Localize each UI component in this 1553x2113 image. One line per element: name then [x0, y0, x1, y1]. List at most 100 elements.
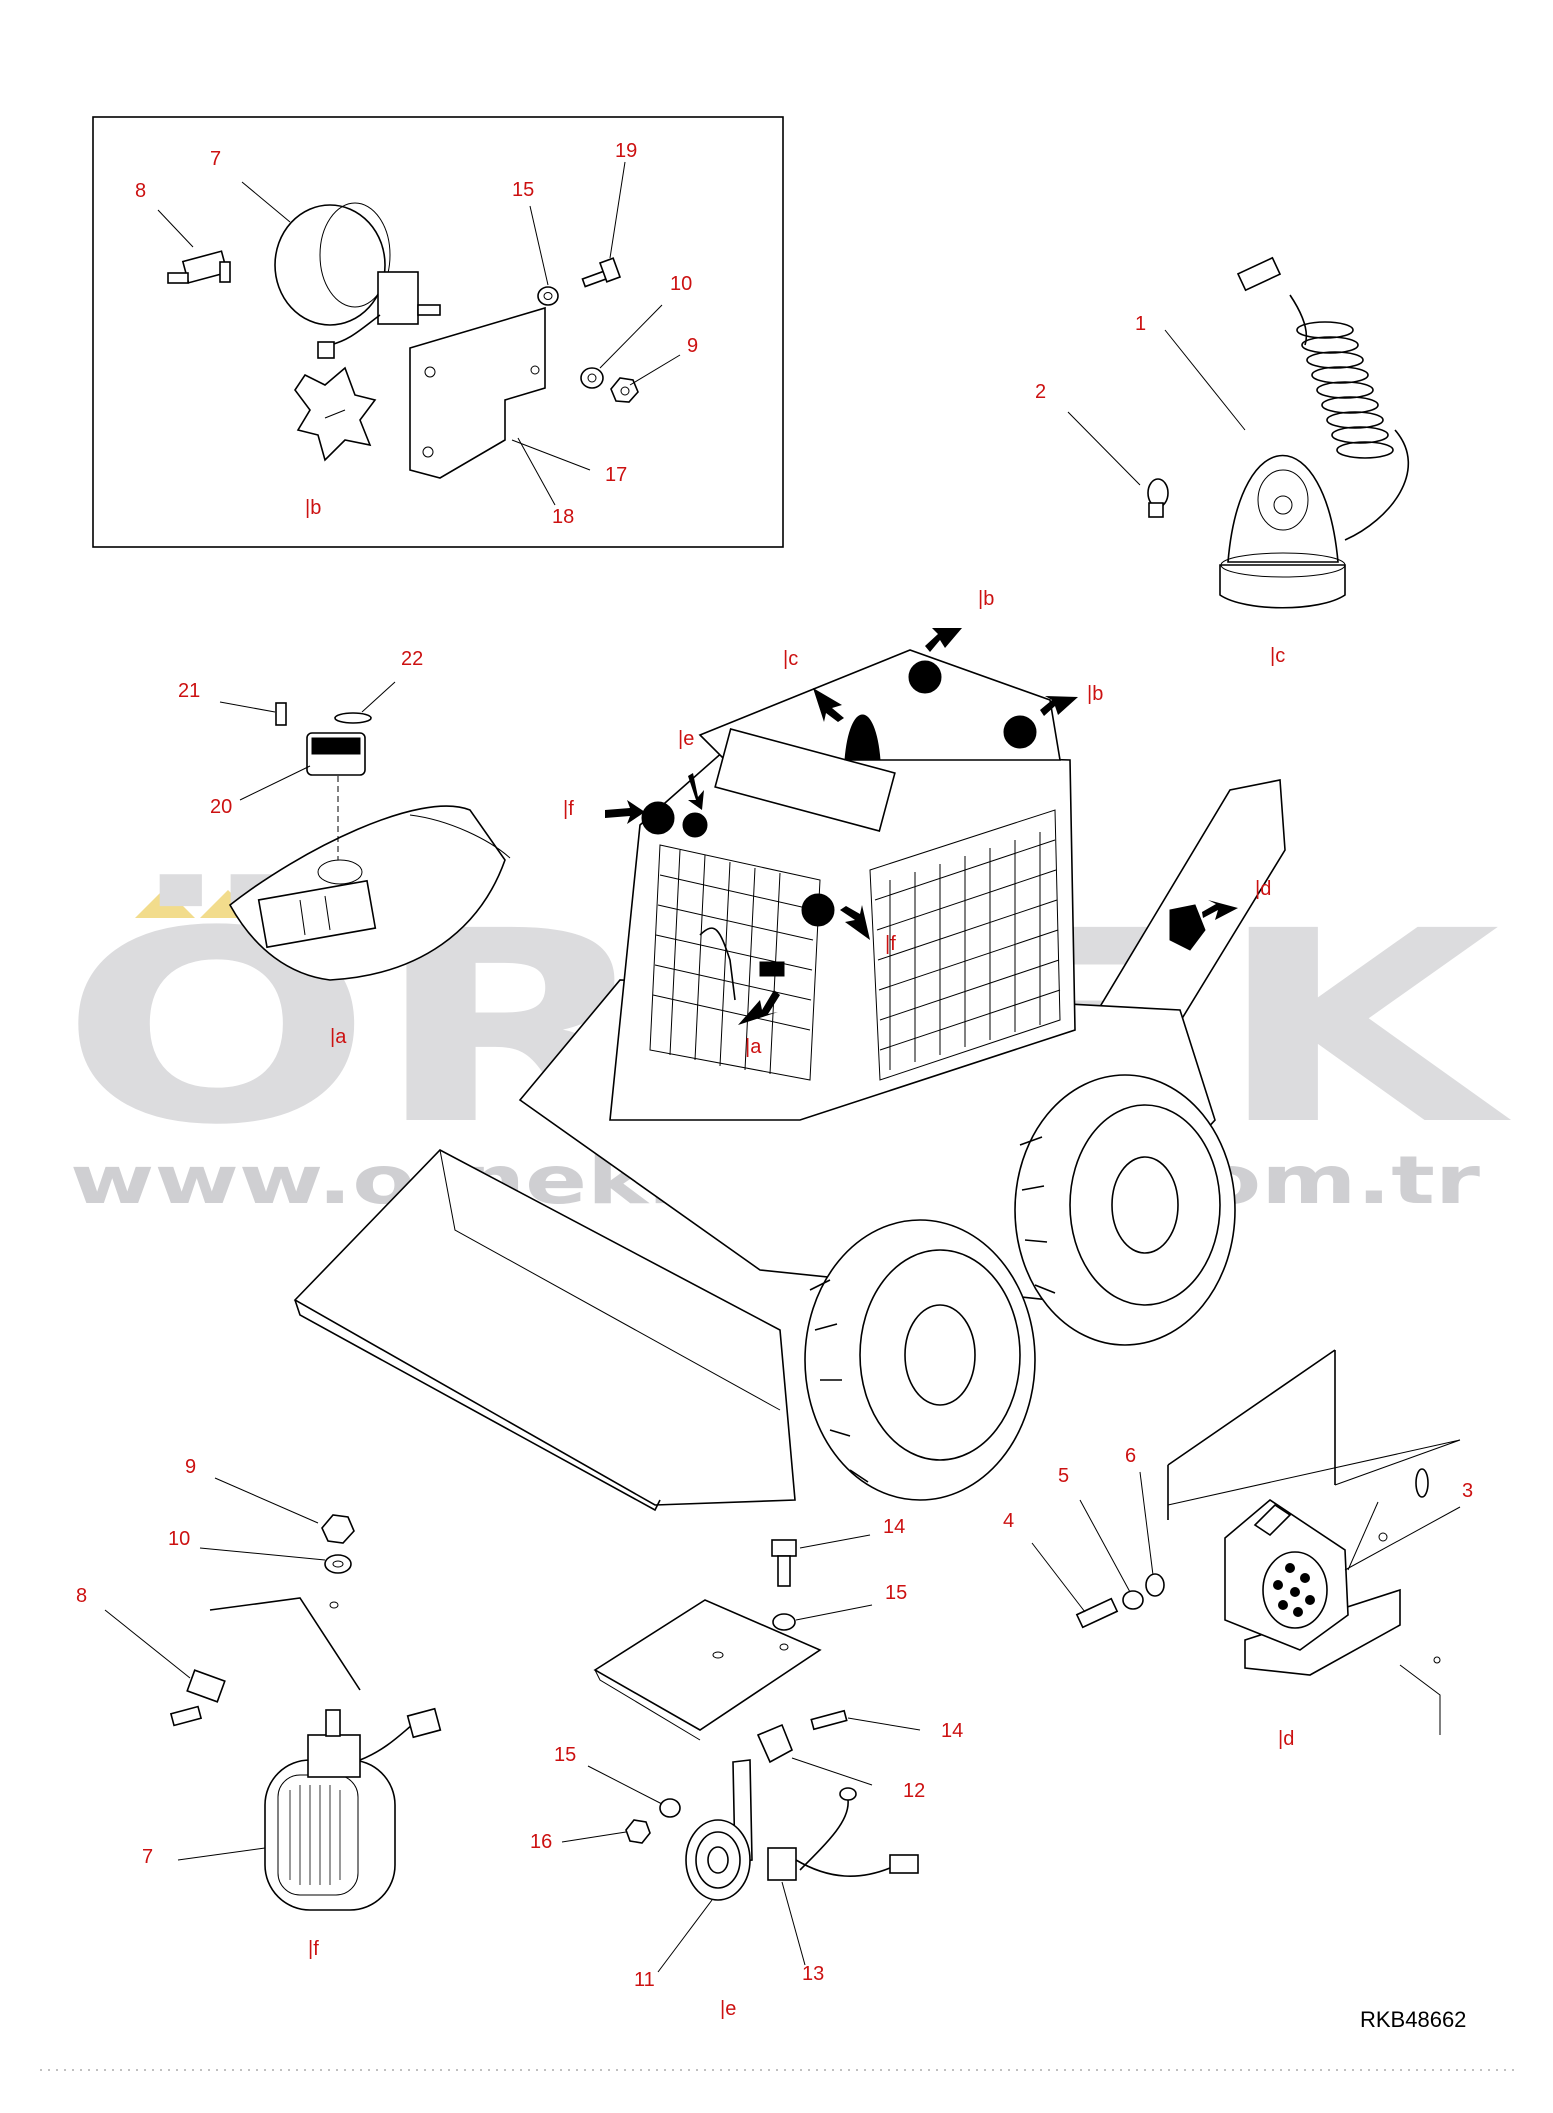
- bolt-4: [1075, 1597, 1119, 1629]
- machine-beacon: [844, 714, 881, 761]
- watermark-accent: [135, 888, 195, 918]
- machine-view-label-e: |e: [678, 728, 694, 750]
- bulb-21: [275, 702, 287, 726]
- socket-body-3: [1224, 1499, 1349, 1651]
- beacon-dome: [1227, 454, 1339, 563]
- roof-window: [714, 728, 896, 832]
- callout-18: 18: [552, 506, 574, 528]
- reference-code: RKB48662: [1360, 2007, 1466, 2032]
- callout-14-side: 14: [941, 1720, 963, 1742]
- beacon-c: 1 2 |c: [1035, 256, 1409, 667]
- callout-16: 16: [530, 1831, 552, 1853]
- bolt-14-top: [771, 1539, 797, 1557]
- callout-7: 7: [210, 148, 221, 170]
- inset-worklight-b: 7 8 15 19 10 9 17 18 |b: [92, 116, 784, 548]
- nut-9-f: [321, 1514, 355, 1544]
- machine-view-label-f2: |f: [885, 933, 896, 955]
- washer-15-top: [772, 1613, 796, 1631]
- plug-8-f: [169, 1669, 226, 1727]
- worklight-connector: [317, 341, 335, 359]
- wheel-front: [804, 1219, 1036, 1501]
- gasket-star: [294, 366, 377, 462]
- machine-view-label-d: |d: [1255, 878, 1271, 900]
- worklight-f-bracket: [307, 1734, 361, 1778]
- washer-15-horn: [659, 1798, 681, 1818]
- machine-socket-d: [1169, 904, 1206, 951]
- washer-6: [1145, 1573, 1165, 1597]
- lens-22: [334, 712, 372, 724]
- machine-horn-e: [682, 812, 708, 838]
- view-label-c: |c: [1270, 645, 1285, 667]
- switch-a: 21 22 20 |a: [178, 648, 511, 1048]
- wheel-rear: [1014, 1074, 1236, 1346]
- callout-15: 15: [512, 179, 534, 201]
- callout-2: 2: [1035, 381, 1046, 403]
- machine-worklight-b2: [1003, 715, 1037, 749]
- view-label-a: |a: [330, 1026, 347, 1048]
- view-label-f: |f: [308, 1938, 319, 1960]
- view-label-e: |e: [720, 1998, 736, 2020]
- cab-grille: [649, 809, 1061, 1081]
- horn-bracket-12: [756, 1723, 794, 1764]
- washer-5: [1122, 1590, 1144, 1610]
- plug-8: [167, 250, 231, 284]
- callout-9: 9: [687, 335, 698, 357]
- callout-20: 20: [210, 796, 232, 818]
- worklight-bracket: [377, 271, 419, 325]
- pointer-arrows: [605, 628, 1238, 1025]
- beacon-base: [1219, 564, 1346, 609]
- nut-9: [610, 377, 639, 403]
- machine-view-label-a: |a: [745, 1036, 762, 1058]
- beacon-plug: [1236, 256, 1282, 292]
- machine-view-label-c: |c: [783, 648, 798, 670]
- bolt-14-side: [810, 1709, 848, 1731]
- callout-14-top: 14: [883, 1516, 905, 1538]
- view-label-b: |b: [305, 497, 321, 519]
- machine-view-label-b1: |b: [978, 588, 994, 610]
- worklight-f-connector: [406, 1707, 442, 1739]
- horn-e: 14 15 14 12 15 16 11 13 |e: [530, 1516, 963, 2020]
- callout-7-f: 7: [142, 1846, 153, 1868]
- callout-10-f: 10: [168, 1528, 190, 1550]
- washer-10-f: [324, 1554, 352, 1574]
- bucket: [293, 1149, 796, 1506]
- callout-3: 3: [1462, 1480, 1473, 1502]
- switch-panel: [257, 879, 377, 949]
- horn-ring-terminal: [839, 1787, 857, 1801]
- callout-10: 10: [670, 273, 692, 295]
- bolt-19: [581, 257, 622, 288]
- callout-22: 22: [401, 648, 423, 670]
- callout-8-f: 8: [76, 1585, 87, 1607]
- callout-11: 11: [634, 1969, 655, 1991]
- worklight-f: 9 10 8 7 |f: [76, 1456, 442, 1960]
- machine-worklight-b1: [908, 660, 942, 694]
- washer-10: [580, 367, 604, 389]
- machine-worklight-f1: [641, 801, 675, 835]
- callout-4: 4: [1003, 1510, 1014, 1532]
- callout-12: 12: [903, 1780, 925, 1802]
- machine-view-label-b2: |b: [1087, 683, 1103, 705]
- horn-plug: [889, 1854, 919, 1874]
- callout-13: 13: [802, 1963, 824, 1985]
- inset-frame: [92, 116, 784, 548]
- nut-16: [625, 1819, 651, 1844]
- joystick: [699, 927, 736, 1001]
- horn-wire: [795, 1799, 891, 1877]
- callout-8: 8: [135, 180, 146, 202]
- socket-panel: [1167, 1349, 1336, 1520]
- callout-1: 1: [1135, 313, 1146, 335]
- horn-connector-13: [767, 1847, 797, 1881]
- callout-15-top: 15: [885, 1582, 907, 1604]
- machine-worklight-f2: [801, 893, 835, 927]
- callout-19: 19: [615, 140, 637, 162]
- cab-roof: [698, 649, 1061, 761]
- worklight-f-stud: [325, 1709, 341, 1737]
- callout-17: 17: [605, 464, 627, 486]
- worklight-housing: [274, 204, 386, 326]
- bulb-2: [1147, 478, 1169, 518]
- callout-15-horn: 15: [554, 1744, 576, 1766]
- skid-steer-loader: |b |c |b |e |f |d |f |a: [293, 588, 1286, 1512]
- mount-plate-f: [209, 1597, 361, 1691]
- washer-15: [537, 286, 559, 306]
- socket-d: 6 5 4 3 |d: [1003, 1349, 1473, 1750]
